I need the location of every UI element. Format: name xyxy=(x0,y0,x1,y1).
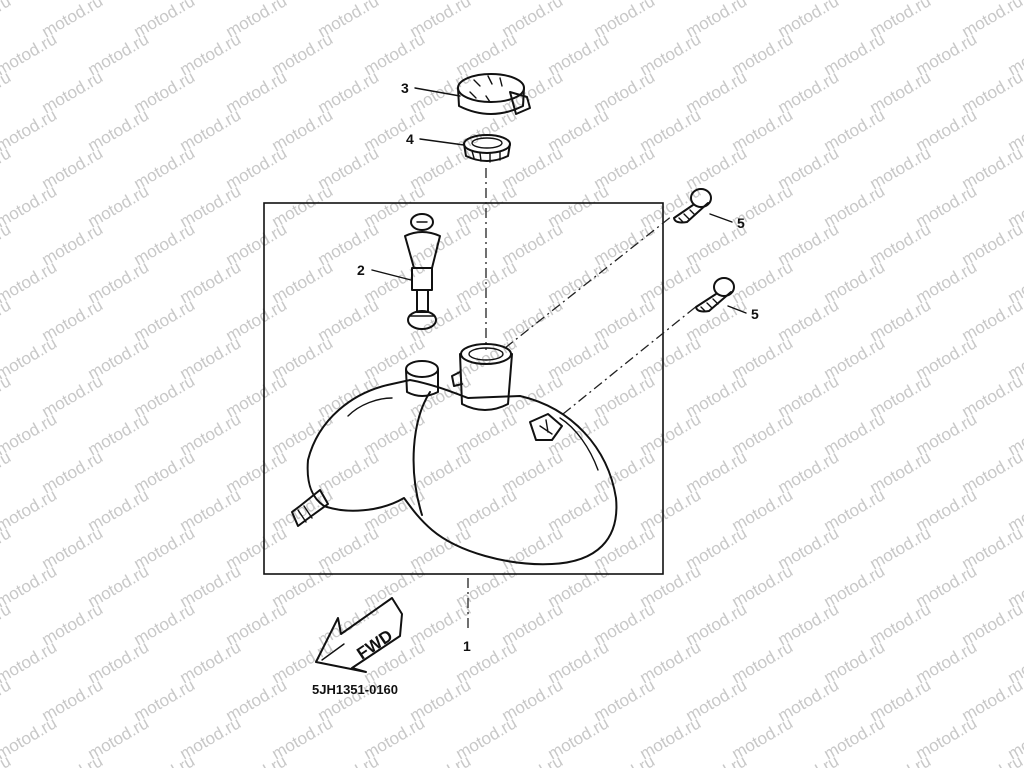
watermark-text: motod.ru xyxy=(0,0,14,41)
watermark-text: motod.ru xyxy=(131,751,199,768)
drawing-code: 5JH1351-0160 xyxy=(312,682,398,697)
watermark-text: motod.ru xyxy=(0,371,14,421)
callout-5-lower: 5 xyxy=(751,306,759,322)
watermark-text: motod.ru xyxy=(0,713,60,763)
watermark-text: motod.ru xyxy=(0,67,14,117)
watermark-text: motod.ru xyxy=(0,257,60,307)
watermark-text: motod.ru xyxy=(0,485,60,535)
watermark-text: motod.ru xyxy=(867,751,935,768)
watermark-text: motod.ru xyxy=(499,751,567,768)
watermark-text: motod.ru xyxy=(0,295,14,345)
watermark-text: motod.ru xyxy=(0,333,60,383)
watermark-text: motod.ru xyxy=(0,561,60,611)
watermark-text: motod.ru xyxy=(223,751,291,768)
watermark-text: motod.ru xyxy=(775,751,843,768)
watermark-text: motod.ru xyxy=(0,181,60,231)
watermark-text: motod.ru xyxy=(407,751,475,768)
watermark-text: motod.ru xyxy=(0,105,60,155)
watermark-text: motod.ru xyxy=(0,29,60,79)
watermark-text: motod.ru xyxy=(0,447,14,497)
watermark-text: motod.ru xyxy=(0,523,14,573)
watermark-text: motod.ru xyxy=(0,143,14,193)
watermark-text: motod.ru xyxy=(959,751,1024,768)
callout-1: 1 xyxy=(463,638,471,654)
watermark-text: motod.ru xyxy=(0,409,60,459)
watermark-text: motod.ru xyxy=(683,751,751,768)
callout-3: 3 xyxy=(401,80,409,96)
watermark-text: motod.ru xyxy=(0,599,14,649)
callout-5-upper: 5 xyxy=(737,215,745,231)
watermark-text: motod.ru xyxy=(591,751,659,768)
callout-4: 4 xyxy=(406,131,414,147)
watermark-text: motod.ru xyxy=(0,675,14,725)
watermark-text: motod.ru xyxy=(0,637,60,687)
watermark-text: motod.ru xyxy=(39,751,107,768)
watermark-text: motod.ru xyxy=(315,751,383,768)
watermark-text: motod.ru xyxy=(0,219,14,269)
callout-2: 2 xyxy=(357,262,365,278)
